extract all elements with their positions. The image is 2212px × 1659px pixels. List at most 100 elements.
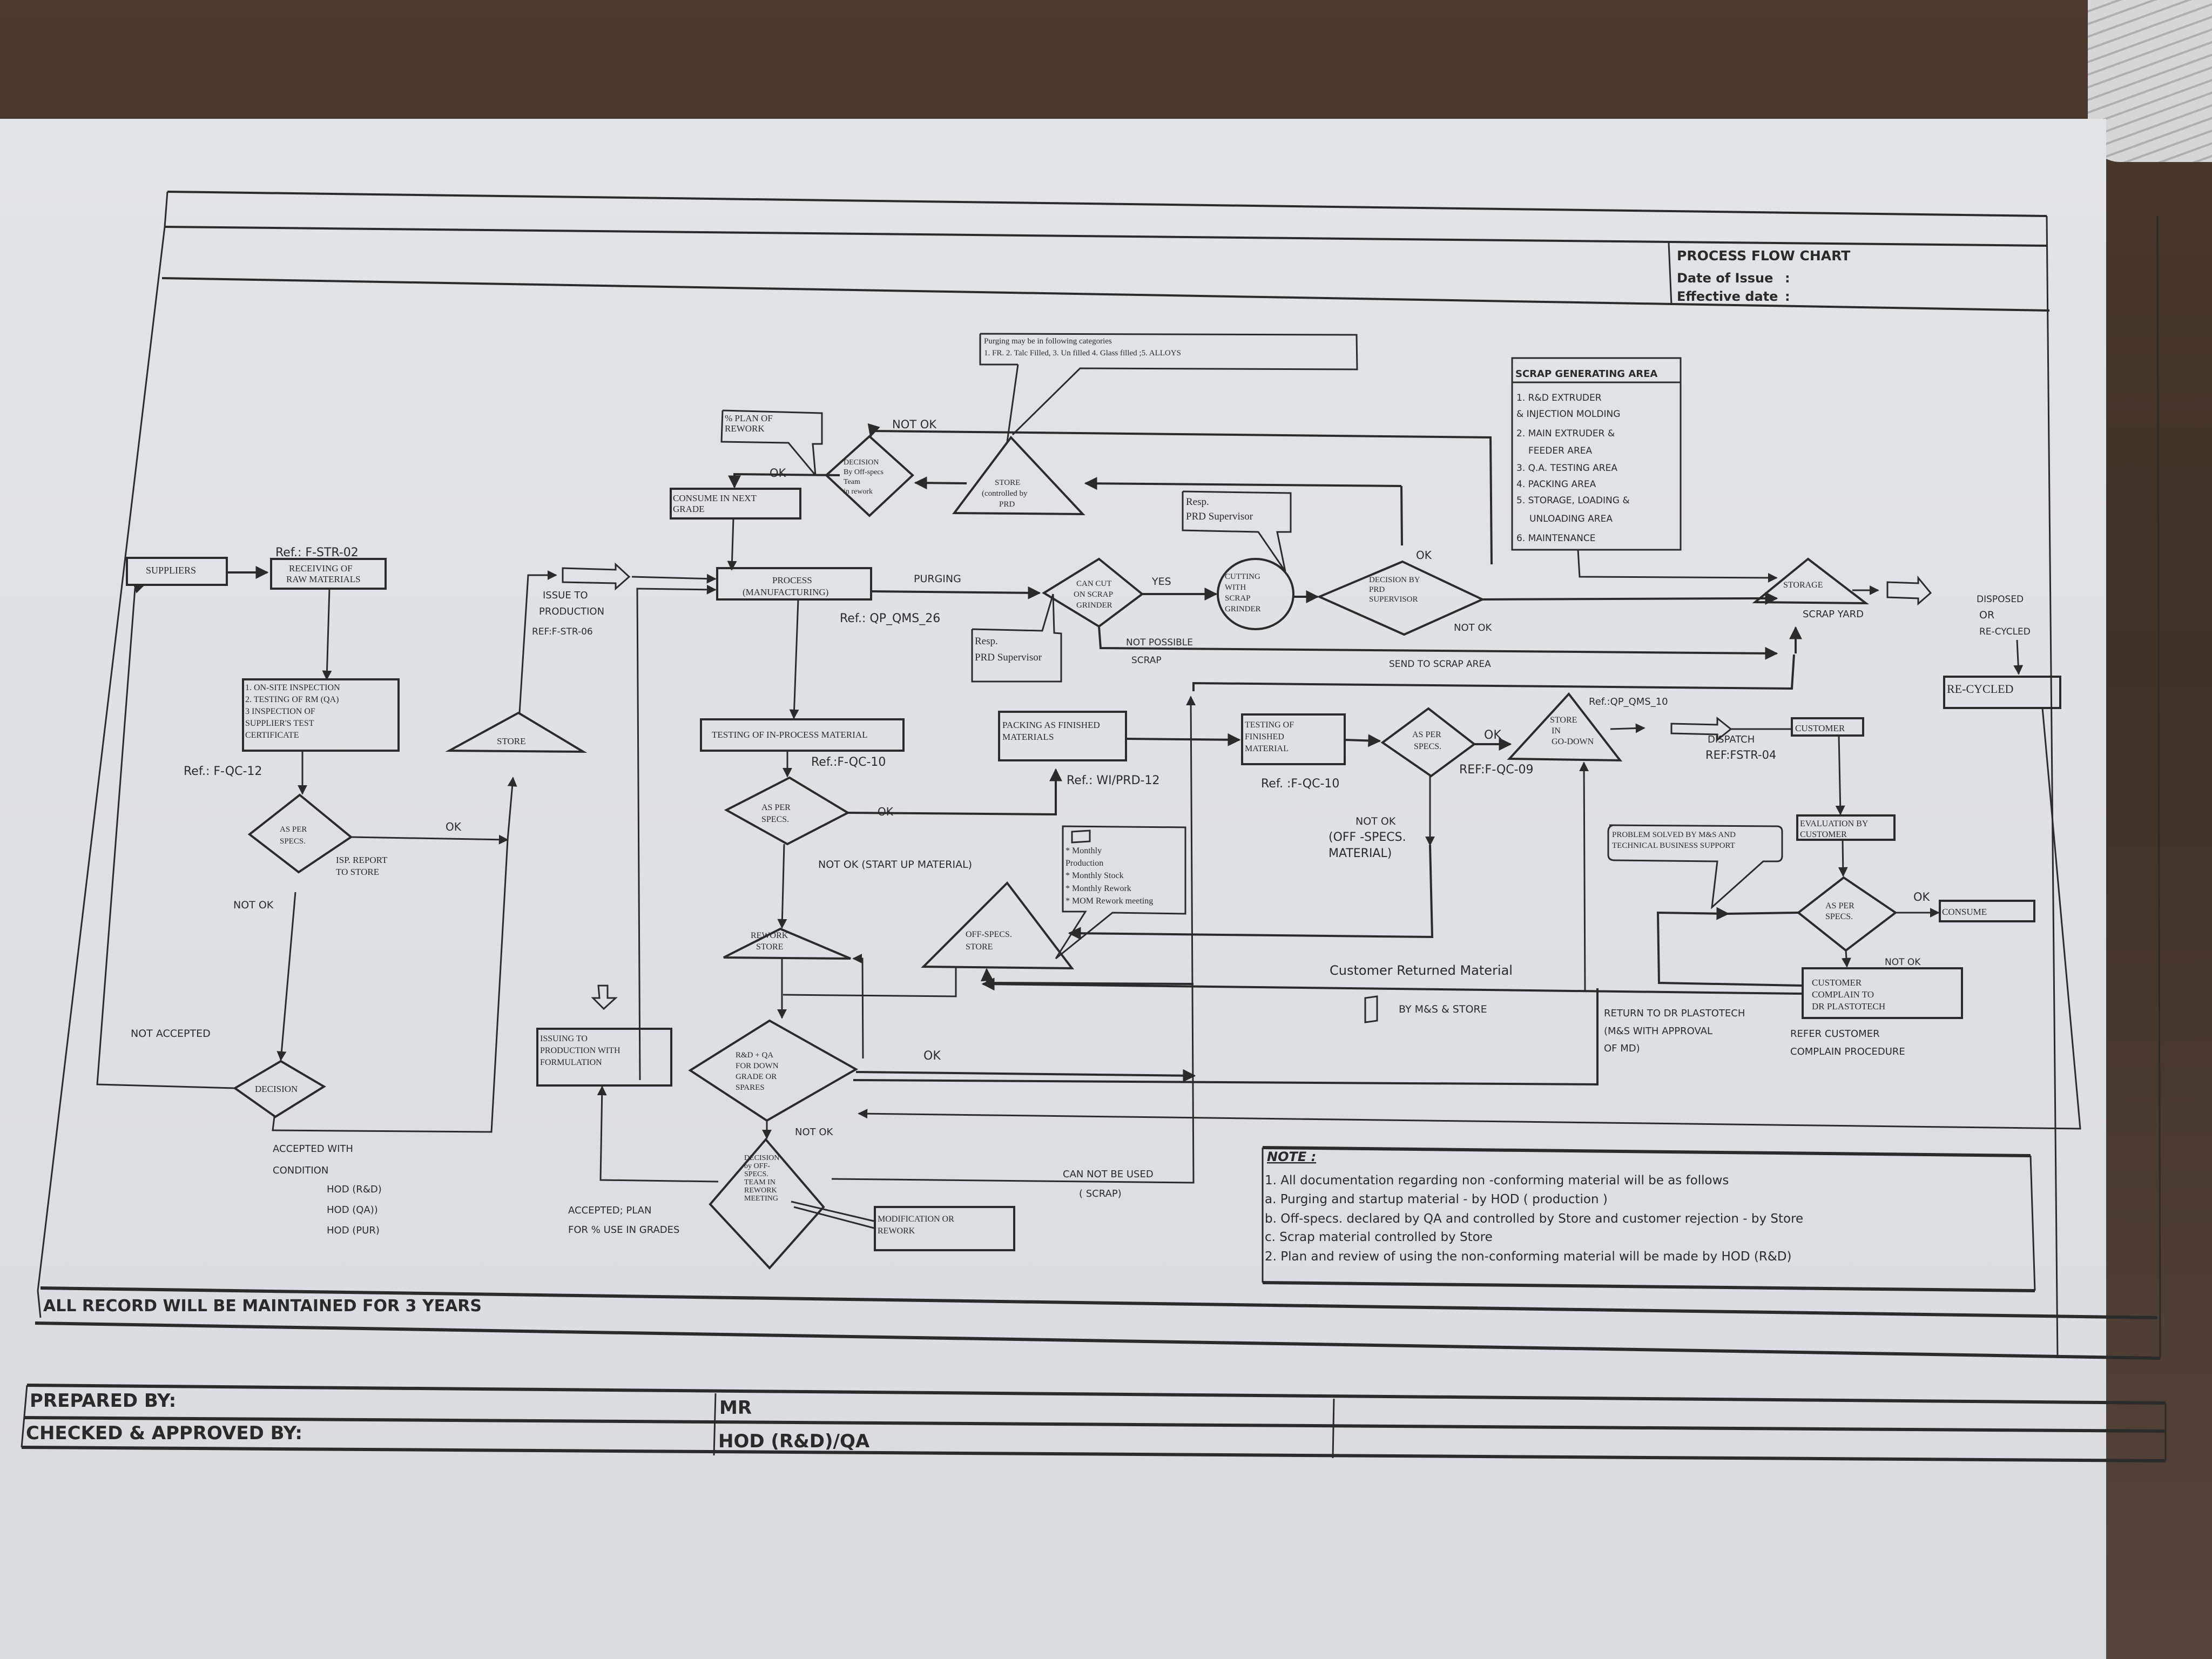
edge-lower-scrap — [1192, 654, 1795, 691]
purging-note-line1: Purging may be in following categories — [984, 337, 1112, 346]
monthly-report-text: Production — [1065, 859, 1103, 868]
plan-rework-text: % PLAN OF — [725, 413, 773, 423]
receiving-ref: Ref.: F-STR-02 — [275, 546, 359, 559]
edge-ok-rd-qa — [853, 988, 1599, 1086]
consume-text: CONSUME — [1942, 907, 1987, 917]
accepted-condition-text: ACCEPTED WITH — [273, 1143, 353, 1155]
inspection-box[interactable]: 1. ON-SITE INSPECTION 2. TESTING OF RM (… — [242, 678, 400, 752]
customer-text: CUSTOMER — [1795, 723, 1845, 733]
monthly-report-text: * Monthly Stock — [1065, 871, 1124, 880]
accepted-condition-text: HOD (QA)) — [327, 1204, 378, 1216]
edge-testing-to-specs3 — [1344, 734, 1381, 747]
note-line: a. Purging and startup material - by HOD… — [1265, 1192, 1608, 1206]
customer-complain-text: CUSTOMER — [1812, 977, 1862, 988]
offspecs-material-text: (OFF -SPECS. — [1328, 831, 1406, 844]
inspection-text: 3 INSPECTION OF — [245, 707, 315, 716]
decision-rework-meeting-diamond[interactable]: DECISION by OFF- SPECS. TEAM IN REWORK M… — [709, 1137, 825, 1270]
packing-box[interactable]: PACKING AS FINISHED MATERIALS — [998, 711, 1127, 761]
document-icon — [1071, 830, 1091, 844]
decision-offspec-text: By Off-specs — [844, 468, 884, 476]
store-godown-triangle[interactable]: STORE IN GO-DOWN — [1507, 692, 1623, 762]
checked-approved-label: CHECKED & APPROVED BY: — [26, 1422, 302, 1444]
edge-specs4-not-ok — [1841, 950, 1851, 968]
note-line: c. Scrap material controlled by Store — [1265, 1230, 1493, 1244]
recycled-box[interactable]: RE-CYCLED — [1943, 676, 2061, 709]
evaluation-text: EVALUATION BY — [1800, 819, 1869, 828]
binder-rings — [2088, 0, 2212, 162]
edge-offspec-to-store — [1068, 845, 1434, 940]
scrap-yard-block-arrow — [1886, 575, 1932, 606]
monthly-report-callout: * Monthly Production * Monthly Stock * M… — [1055, 825, 1186, 960]
store-godown-text: GO-DOWN — [1552, 737, 1594, 746]
dispatch-text: DISPATCH — [1708, 734, 1755, 745]
label-ok: OK — [446, 820, 462, 833]
as-per-specs-diamond-2[interactable]: AS PER SPECS. — [724, 776, 851, 846]
specs3-text: SPECS. — [1414, 742, 1441, 751]
evaluation-box[interactable]: EVALUATION BY CUSTOMER — [1796, 814, 1896, 841]
process-manufacturing-box[interactable]: PROCESS (MANUFACTURING) — [716, 567, 872, 601]
as-per-specs-diamond-1[interactable]: AS PER SPECS. — [247, 793, 353, 874]
issue-to-production-text: ISSUE TO — [543, 590, 588, 601]
scrap-area-item: UNLOADING AREA — [1529, 514, 1613, 524]
chart-title: PROCESS FLOW CHART — [1677, 248, 1850, 264]
offspecs-material-text: NOT OK — [1355, 815, 1396, 827]
note-box: NOTE : 1. All documentation regarding no… — [1262, 1146, 2036, 1292]
edge-specs2-ok-to-packing — [847, 768, 1062, 816]
label-not-ok: NOT OK — [1454, 622, 1493, 633]
edge-packing-to-testing — [1125, 733, 1241, 746]
decision-offspec-diamond[interactable]: DECISION By Off-specs Team in rework — [825, 435, 914, 517]
resp-prd-callout-1: Resp. PRD Supervisor — [971, 594, 1062, 683]
consume-box[interactable]: CONSUME — [1939, 900, 2035, 922]
storage-text: STORAGE — [1783, 581, 1823, 590]
modification-rework-box[interactable]: MODIFICATION OR REWORK — [791, 1201, 1015, 1251]
decision-diamond-1[interactable]: DECISION — [233, 1060, 326, 1118]
inspection-text: CERTIFICATE — [245, 731, 299, 740]
issuing-formulation-text: FORMULATION — [540, 1058, 602, 1067]
rework-store-triangle[interactable]: REWORK STORE — [723, 927, 851, 960]
decision-prd-text: PRD — [1369, 585, 1385, 594]
receiving-raw-materials-box[interactable]: RECEIVING OF RAW MATERIALS — [270, 558, 387, 590]
label-send-to-scrap-area: SEND TO SCRAP AREA — [1389, 659, 1491, 670]
problem-solved-text: TECHNICAL BUSINESS SUPPORT — [1612, 841, 1735, 850]
effective-date-colon: : — [1785, 289, 1790, 304]
offspecs-store-triangle[interactable]: OFF-SPECS. STORE — [921, 881, 1075, 970]
as-per-specs-diamond-3[interactable]: AS PER SPECS. — [1380, 707, 1476, 778]
suppliers-text: SUPPLIERS — [146, 565, 196, 576]
edge-not-accepted — [96, 584, 235, 1089]
edge-rd-qa-ok — [855, 1069, 1196, 1082]
accepted-plan-text: FOR % USE IN GRADES — [568, 1224, 679, 1236]
as-per-specs-diamond-4[interactable]: AS PER SPECS. — [1796, 876, 1898, 952]
plan-rework-text: REWORK — [725, 423, 765, 434]
label-not-possible: NOT POSSIBLE — [1126, 637, 1193, 648]
rd-qa-diamond[interactable]: R&D + QA FOR DOWN GRADE OR SPARES — [688, 1019, 859, 1122]
edge-accepted-plan — [597, 1085, 719, 1183]
storage-triangle[interactable]: STORAGE — [1752, 557, 1869, 605]
label-ok: OK — [878, 805, 894, 818]
store-triangle-1[interactable]: STORE — [445, 711, 588, 753]
testing-inprocess-ref: Ref.:F-QC-10 — [811, 756, 886, 769]
testing-finished-box[interactable]: TESTING OF FINISHED MATERIAL — [1241, 713, 1346, 765]
customer-box[interactable]: CUSTOMER — [1791, 717, 1864, 737]
store-prd-triangle[interactable]: STORE (controlled by PRD — [952, 435, 1085, 516]
testing-finished-ref: Ref. :F-QC-10 — [1261, 777, 1339, 791]
can-cut-diamond[interactable]: CAN CUT ON SCRAP GRINDER — [1042, 557, 1144, 628]
header-block: PROCESS FLOW CHART Date of Issue : Effec… — [1677, 248, 1850, 304]
testing-inprocess-box[interactable]: TESTING OF IN-PROCESS MATERIAL — [700, 718, 905, 752]
issuing-formulation-box[interactable]: ISSUING TO PRODUCTION WITH FORMULATION — [536, 1028, 672, 1087]
cutting-grinder-ellipse[interactable]: CUTTING WITH SCRAP GRINDER — [1217, 558, 1294, 630]
can-cut-text: CAN CUT — [1076, 579, 1111, 588]
suppliers-box[interactable]: SUPPLIERS — [126, 557, 228, 586]
prepared-by-value: MR — [719, 1397, 752, 1419]
scrap-area-item: 2. MAIN EXTRUDER & — [1516, 428, 1615, 439]
decision-prd-diamond[interactable]: DECISION BY PRD SUPERVISOR — [1316, 560, 1485, 636]
consume-next-grade-box[interactable]: CONSUME IN NEXT GRADE — [670, 488, 801, 520]
customer-complain-box[interactable]: CUSTOMER COMPLAIN TO DR PLASTOTECH — [1802, 967, 1963, 1019]
store-prd-text: (controlled by — [982, 489, 1028, 498]
rework-store-text: STORE — [756, 942, 783, 952]
packing-text: PACKING AS FINISHED — [1002, 720, 1100, 730]
recycled-text: RE-CYCLED — [1947, 682, 2013, 696]
store-godown-text: STORE — [1550, 716, 1577, 725]
rd-qa-text: GRADE OR — [736, 1073, 777, 1081]
note-line: 2. Plan and review of using the non-conf… — [1265, 1250, 1792, 1264]
